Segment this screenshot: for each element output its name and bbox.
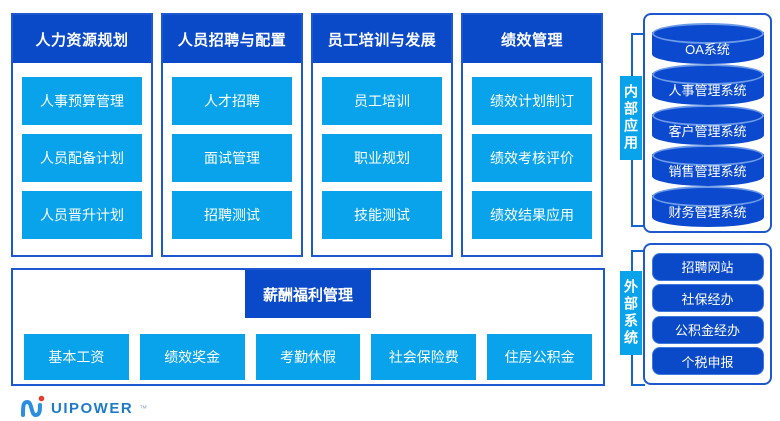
compensation-items: 基本工资 绩效奖金 考勤休假 社会保险费 住房公积金: [13, 334, 603, 380]
uipower-logo: UIPOWER ™: [20, 394, 147, 421]
external-system-item: 社保经办: [651, 284, 764, 313]
external-system-item: 个税申报: [651, 347, 764, 376]
internal-apps-label: 内部应用: [620, 76, 642, 160]
external-system-item: 公积金经办: [651, 315, 764, 344]
column-performance: 绩效管理 绩效计划制订 绩效考核评价 绩效结果应用: [461, 13, 603, 257]
module-columns: 人力资源规划 人事预算管理 人员配备计划 人员晋升计划 人员招聘与配置 人才招聘…: [11, 13, 603, 257]
uipower-logo-icon: [20, 394, 46, 421]
database-cylinder: 销售管理系统: [651, 145, 764, 187]
module-item: 绩效考核评价: [472, 134, 592, 182]
module-item: 招聘测试: [172, 191, 292, 239]
column-items: 人事预算管理 人员配备计划 人员晋升计划: [13, 63, 151, 255]
module-item: 住房公积金: [487, 334, 592, 380]
column-items: 绩效计划制订 绩效考核评价 绩效结果应用: [463, 63, 601, 255]
module-item: 绩效结果应用: [472, 191, 592, 239]
internal-apps-box: OA系统 人事管理系统 客户管理系统 销售管理系统 财务管理系统: [643, 13, 772, 233]
module-item: 人才招聘: [172, 77, 292, 125]
logo-text: UIPOWER: [51, 400, 134, 417]
module-item: 绩效计划制订: [472, 77, 592, 125]
module-item: 技能测试: [322, 191, 442, 239]
compensation-header: 薪酬福利管理: [245, 270, 371, 318]
external-systems-box: 招聘网站 社保经办 公积金经办 个税申报: [643, 243, 772, 385]
external-system-item: 招聘网站: [651, 252, 764, 281]
module-item: 人员晋升计划: [22, 191, 142, 239]
module-item: 社会保险费: [371, 334, 477, 380]
module-item: 基本工资: [24, 334, 129, 380]
module-item: 绩效奖金: [139, 334, 245, 380]
module-item: 人员配备计划: [22, 134, 142, 182]
database-cylinder: 人事管理系统: [651, 63, 764, 105]
external-systems-label: 外部系统: [620, 271, 642, 355]
column-training: 员工培训与发展 员工培训 职业规划 技能测试: [311, 13, 453, 257]
column-header: 人员招聘与配置: [163, 15, 301, 63]
column-header: 人力资源规划: [13, 15, 151, 63]
system-label: 客户管理系统: [668, 123, 747, 139]
column-items: 人才招聘 面试管理 招聘测试: [163, 63, 301, 255]
system-label: OA系统: [685, 42, 730, 57]
column-header: 员工培训与发展: [313, 15, 451, 63]
module-item: 员工培训: [322, 77, 442, 125]
column-header: 绩效管理: [463, 15, 601, 63]
database-cylinder: 财务管理系统: [651, 186, 764, 227]
module-item: 考勤休假: [255, 334, 361, 380]
compensation-section: 薪酬福利管理 基本工资 绩效奖金 考勤休假 社会保险费 住房公积金: [11, 268, 605, 386]
module-item: 职业规划: [322, 134, 442, 182]
system-label: 销售管理系统: [668, 164, 747, 180]
column-items: 员工培训 职业规划 技能测试: [313, 63, 451, 255]
module-item: 人事预算管理: [22, 77, 142, 125]
system-label: 财务管理系统: [668, 205, 747, 221]
column-hr-planning: 人力资源规划 人事预算管理 人员配备计划 人员晋升计划: [11, 13, 153, 257]
logo-trademark: ™: [139, 404, 148, 413]
module-item: 面试管理: [172, 134, 292, 182]
database-cylinder: 客户管理系统: [651, 104, 764, 146]
database-cylinder: OA系统: [651, 23, 764, 64]
system-label: 人事管理系统: [668, 82, 747, 98]
column-recruitment: 人员招聘与配置 人才招聘 面试管理 招聘测试: [161, 13, 303, 257]
